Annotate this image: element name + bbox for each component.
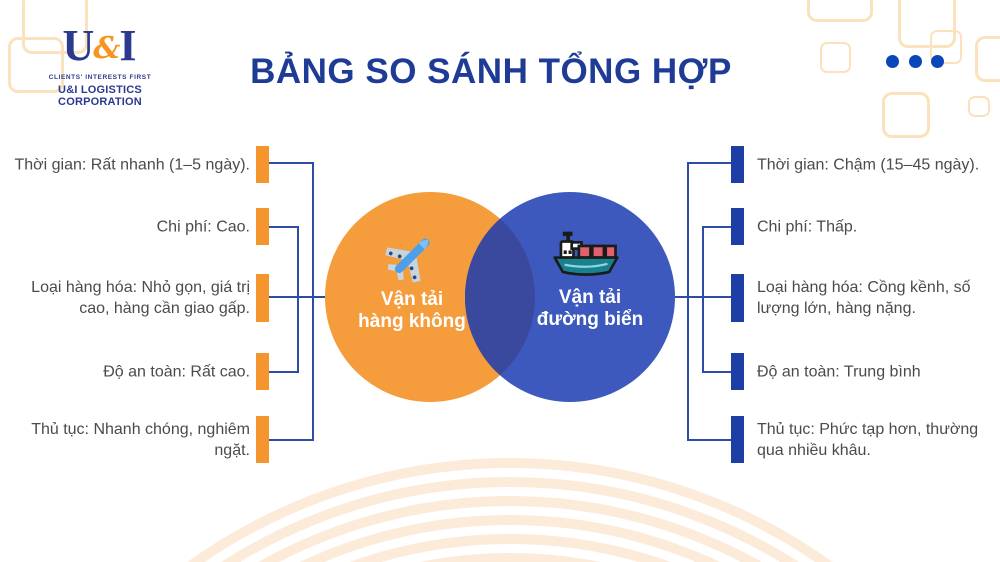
decor-arc [0, 477, 1000, 562]
connector-line [269, 296, 339, 298]
connector-line [269, 162, 314, 164]
decor-arc [0, 458, 1000, 562]
decor-square [975, 36, 1000, 82]
sea-item-marker [731, 208, 744, 245]
decor-square [807, 0, 873, 22]
air-item: Thời gian: Rất nhanh (1–5 ngày). [14, 156, 250, 174]
logo-mark: U&I [18, 24, 182, 73]
connector-line [312, 162, 314, 441]
logo-company-name: U&I LOGISTICS CORPORATION [58, 84, 142, 108]
venn-label-air: Vận tải hàng không [332, 289, 492, 333]
decor-dot [909, 55, 922, 68]
air-item: Độ an toàn: Rất cao. [103, 363, 250, 381]
sea-item: Thủ tục: Phức tạp hơn, thường qua nhiều … [757, 421, 979, 459]
venn-label-sea: Vận tải đường biển [510, 287, 670, 331]
connector-line [269, 226, 299, 228]
logo-tagline: CLIENTS' INTERESTS FIRST [48, 74, 152, 81]
air-item-marker [256, 274, 269, 322]
sea-item-marker [731, 416, 744, 463]
venn-label-air-line2: hàng không [358, 311, 466, 332]
air-item: Loại hàng hóa: Nhỏ gọn, giá trị cao, hàn… [31, 279, 250, 317]
decor-square [882, 92, 930, 138]
page-title: BẢNG SO SÁNH TỔNG HỢP [250, 52, 732, 91]
connector-line [702, 226, 732, 228]
sea-item: Loại hàng hóa: Cồng kềnh, số lượng lớn, … [757, 279, 971, 317]
connector-line [687, 162, 689, 441]
connector-line [702, 226, 704, 373]
decor-square [22, 0, 88, 54]
connector-line [269, 371, 299, 373]
sea-item-marker [731, 353, 744, 390]
air-item: Chi phí: Cao. [156, 218, 250, 236]
decor-square [968, 96, 990, 117]
venn-label-sea-line1: Vận tải [558, 287, 622, 308]
air-item: Thủ tục: Nhanh chóng, nghiêm ngặt. [31, 421, 250, 459]
venn-overlap [465, 192, 535, 402]
air-item-marker [256, 208, 269, 245]
logo-letter-u: U [62, 21, 96, 70]
sea-item: Chi phí: Thấp. [757, 218, 858, 236]
connector-line [269, 439, 314, 441]
logo-letter-i: I [119, 21, 138, 70]
connector-line [297, 226, 299, 373]
venn-label-air-line1: Vận tải [380, 289, 444, 310]
sea-item: Thời gian: Chậm (15–45 ngày). [757, 156, 980, 174]
connector-line [687, 162, 732, 164]
company-logo: U&I CLIENTS' INTERESTS FIRST U&I LOGISTI… [18, 24, 182, 109]
decor-square [930, 30, 962, 64]
air-item-marker [256, 146, 269, 183]
venn-diagram [325, 192, 675, 402]
sea-item: Độ an toàn: Trung bình [757, 363, 921, 381]
cargo-ship-icon [553, 231, 619, 276]
air-item-marker [256, 353, 269, 390]
decor-square [898, 0, 956, 48]
decor-dot [931, 55, 944, 68]
sea-item-marker [731, 274, 744, 322]
decor-dot [886, 55, 899, 68]
logo-ampersand: & [93, 31, 122, 66]
air-item-marker [256, 416, 269, 463]
connector-line [687, 439, 732, 441]
sea-item-marker [731, 146, 744, 183]
decor-square [8, 37, 64, 93]
connector-line [661, 296, 732, 298]
airplane-icon [385, 238, 430, 283]
decor-square [820, 42, 851, 73]
connector-line [702, 371, 732, 373]
venn-label-sea-line2: đường biển [536, 309, 644, 330]
